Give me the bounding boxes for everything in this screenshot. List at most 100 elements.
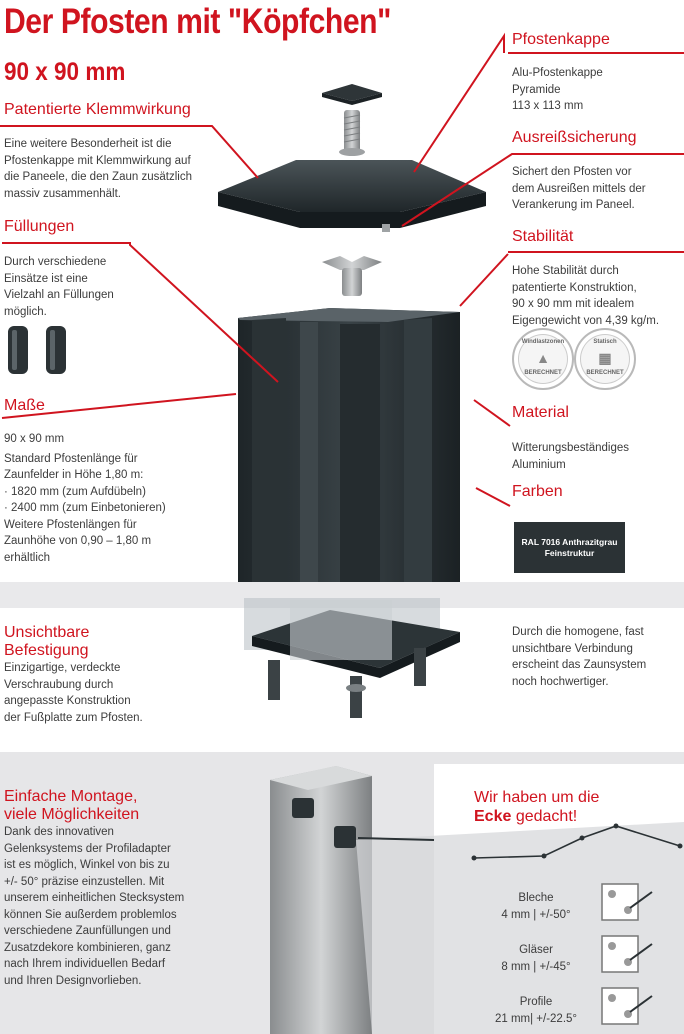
text-line: angepasste Konstruktion: [4, 695, 131, 707]
text-line: Einsätze ist eine: [4, 272, 88, 285]
text-mounting: Dank des innovativen Gelenksystems der P…: [4, 824, 184, 989]
adapter-post: [270, 766, 372, 1034]
text-line: Eine weitere Besonderheit ist die: [4, 138, 172, 150]
text-line: nach Ihrem individuellen Bedarf: [4, 958, 166, 970]
text-stability: Hohe Stabilität durch patentierte Konstr…: [512, 263, 659, 329]
anchor-bolt-3: [414, 648, 426, 686]
profile-icon-glaeser: [601, 935, 639, 973]
item-spec: 8 mm | +/-45°: [501, 960, 571, 973]
heading-bold: Ecke: [474, 808, 512, 825]
heading-line: Wir haben um die: [474, 789, 600, 806]
seal-text: Statisch: [593, 339, 617, 345]
text-line: unserem einheitlichen Stecksystem: [4, 892, 185, 904]
text-line: Weitere Pfostenlängen für: [4, 518, 137, 531]
swatch-sublabel: Feinstruktur: [544, 547, 595, 558]
heading-invisible: Unsichtbare Befestigung: [4, 624, 89, 660]
text-line: Gelenksystems der Profiladapter: [4, 842, 171, 855]
heading-rest: gedacht!: [511, 808, 578, 825]
text-line: · 1820 mm (zum Aufdübeln): [4, 485, 146, 498]
item-name: Profile: [519, 996, 553, 1008]
heading-mounting: Einfache Montage, viele Möglichkeiten: [4, 788, 139, 824]
fill-insert-1: [8, 326, 28, 374]
text-line: ist es möglich, Winkel von bis zu: [4, 859, 170, 871]
text-line: Zaunfelder in Höhe 1,80 m:: [4, 469, 144, 481]
text-line: 90 x 90 mm: [4, 433, 65, 445]
text-line: noch hochwertiger.: [512, 675, 609, 688]
seal-text: BERECHNET: [586, 370, 624, 376]
text-line: verschiedene Zaunfüllungen und: [4, 925, 171, 937]
profile-icon-profile: [601, 987, 639, 1025]
text-material: Witterungsbeständiges Aluminium: [512, 440, 629, 473]
item-spec: 21 mm| +/-22.5°: [494, 1012, 578, 1025]
text-line: Verankerung im Paneel.: [512, 199, 635, 211]
corner-item-bleche: Bleche 4 mm | +/-50°: [480, 890, 592, 923]
text-line: Pyramide: [512, 83, 561, 96]
anchor-bolt-2: [350, 676, 362, 718]
heading-cap: Pfostenkappe: [512, 31, 610, 48]
seal-windload: Windlastzonen ▲ BERECHNET: [512, 328, 574, 390]
swatch-label: RAL 7016 Anthrazitgrau: [521, 536, 618, 547]
text-cap: Alu-Pfostenkappe Pyramide 113 x 113 mm: [512, 65, 603, 115]
text-line: Verschraubung durch: [4, 678, 114, 691]
text-line: Witterungsbeständiges: [512, 442, 629, 454]
heading-material: Material: [512, 404, 569, 421]
text-line: Dank des innovativen: [4, 826, 114, 838]
text-line: massiv zusammenhält.: [4, 187, 121, 200]
post-cap: [218, 160, 486, 212]
fill-insert-2: [46, 326, 66, 374]
text-line: patentierte Konstruktion,: [512, 281, 637, 294]
text-line: Standard Pfostenlänge für: [4, 452, 138, 465]
corner-item-glaeser: Gläser 8 mm | +/-45°: [480, 942, 592, 975]
heading-dims: Maße: [4, 397, 45, 414]
heading-line: Befestigung: [4, 642, 89, 659]
anchor-bolt-1: [268, 660, 280, 700]
heading-patent: Patentierte Klemmwirkung: [4, 101, 191, 118]
profile-icon-bleche: [601, 883, 639, 921]
text-line: und Ihren Designvorlieben.: [4, 974, 142, 987]
wing-clamp: [322, 256, 382, 270]
text-dims: 90 x 90 mm Standard Pfostenlänge für Zau…: [4, 431, 166, 566]
item-spec: 4 mm | +/-50°: [501, 908, 571, 921]
heading-corner: Wir haben um die Ecke gedacht!: [474, 788, 599, 826]
text-line: Eigengewicht von 4,39 kg/m.: [512, 314, 660, 327]
seal-static: Statisch ▦ BERECHNET: [574, 328, 636, 390]
seal-text: BERECHNET: [524, 370, 562, 376]
text-line: Hohe Stabilität durch: [512, 265, 619, 277]
heading-colors: Farben: [512, 483, 563, 500]
text-line: erhältlich: [4, 551, 51, 564]
seal-text: Windlastzonen: [521, 339, 565, 345]
text-line: dem Ausreißen mittels der: [512, 182, 646, 195]
page-title: Der Pfosten mit "Köpfchen": [4, 2, 391, 41]
text-patent: Eine weitere Besonderheit ist die Pfoste…: [4, 136, 192, 202]
text-line: erscheint das Zaunsystem: [512, 659, 647, 671]
text-pullout: Sichert den Pfosten vor dem Ausreißen mi…: [512, 164, 646, 214]
item-name: Bleche: [518, 892, 554, 904]
text-line: Vielzahl an Füllungen: [4, 289, 114, 301]
text-line: Durch die homogene, fast: [512, 626, 644, 638]
mini-cap: [322, 84, 382, 101]
text-line: Einzigartige, verdeckte: [4, 662, 121, 674]
color-swatch: RAL 7016 Anthrazitgrau Feinstruktur: [514, 522, 625, 573]
heading-line: Ecke gedacht!: [474, 807, 599, 826]
corner-item-profile: Profile 21 mm| +/-22.5°: [480, 994, 592, 1027]
heading-pullout: Ausreißsicherung: [512, 129, 637, 146]
heading-line: Einfache Montage,: [4, 788, 138, 805]
text-line: der Fußplatte zum Pfosten.: [4, 711, 143, 724]
heading-line: viele Möglichkeiten: [4, 806, 140, 823]
text-line: 113 x 113 mm: [512, 100, 584, 112]
text-invisible: Einzigartige, verdeckte Verschraubung du…: [4, 660, 143, 726]
heading-fill: Füllungen: [4, 218, 75, 235]
text-line: Pfostenkappe mit Klemmwirkung auf: [4, 154, 191, 167]
text-line: Aluminium: [512, 458, 566, 471]
text-line: · 2400 mm (zum Einbetonieren): [4, 502, 166, 514]
seal-graphic: ▦: [598, 350, 612, 366]
text-line: Zusatzdekore kombinieren, ganz: [4, 941, 171, 954]
text-fill: Durch verschiedene Einsätze ist eine Vie…: [4, 254, 114, 320]
page-subtitle: 90 x 90 mm: [4, 58, 126, 86]
heading-stability: Stabilität: [512, 228, 574, 245]
text-line: Durch verschiedene: [4, 256, 107, 268]
text-line: +/- 50° präzise einzustellen. Mit: [4, 875, 165, 888]
text-line: die Paneele, die den Zaun zusätzlich: [4, 171, 192, 183]
text-line: unsichtbare Verbindung: [512, 642, 633, 655]
